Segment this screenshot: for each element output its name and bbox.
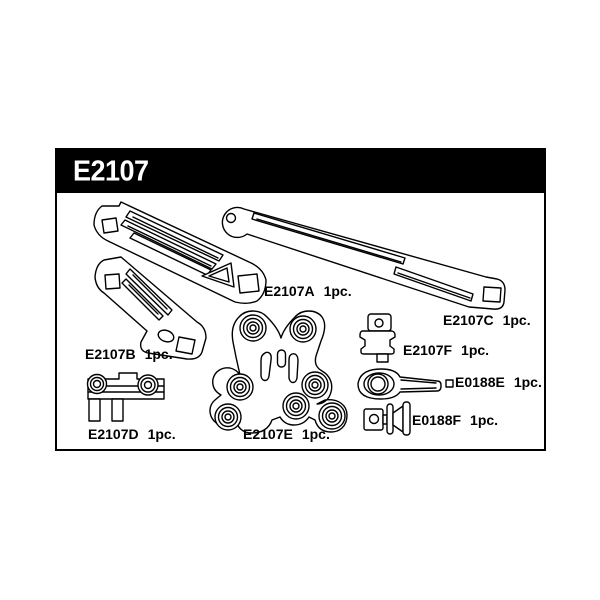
part-qty: 1pc. [513, 374, 542, 390]
part-label-e2107b: E2107B 1pc. [85, 346, 173, 362]
part-e2107b-drawing [94, 256, 207, 360]
part-label-e2107d: E2107D 1pc. [88, 426, 176, 442]
part-label-e2107e: E2107E 1pc. [243, 426, 330, 442]
part-qty: 1pc. [461, 342, 490, 358]
part-label-e0188f: E0188F 1pc. [412, 412, 498, 428]
part-e0188f-drawing [363, 401, 411, 436]
part-code: E0188F [412, 412, 462, 428]
part-label-e2107a: E2107A 1pc. [264, 283, 352, 299]
panel-header-bar: E2107 [57, 150, 544, 193]
part-e2107f-drawing [359, 313, 396, 363]
panel-title: E2107 [73, 155, 149, 187]
part-label-e2107f: E2107F 1pc. [403, 342, 489, 358]
part-code: E0188E [455, 374, 505, 390]
boss-circles [214, 314, 346, 431]
part-qty: 1pc. [502, 312, 531, 328]
part-e0188e-drawing [357, 368, 454, 400]
part-qty: 1pc. [147, 426, 176, 442]
part-qty: 1pc. [470, 412, 499, 428]
part-e2107e-drawing [209, 310, 348, 434]
part-label-e2107c: E2107C 1pc. [443, 312, 531, 328]
part-qty: 1pc. [144, 346, 173, 362]
part-label-e0188e: E0188E 1pc. [455, 374, 542, 390]
part-e2107a-drawing [93, 201, 267, 304]
part-code: E2107E [243, 426, 293, 442]
part-code: E2107F [403, 342, 453, 358]
part-qty: 1pc. [301, 426, 330, 442]
part-e2107c-drawing [221, 206, 506, 310]
part-code: E2107C [443, 312, 494, 328]
part-code: E2107D [88, 426, 139, 442]
part-code: E2107A [264, 283, 315, 299]
part-qty: 1pc. [323, 283, 352, 299]
part-code: E2107B [85, 346, 136, 362]
part-e2107d-drawing [86, 372, 165, 422]
